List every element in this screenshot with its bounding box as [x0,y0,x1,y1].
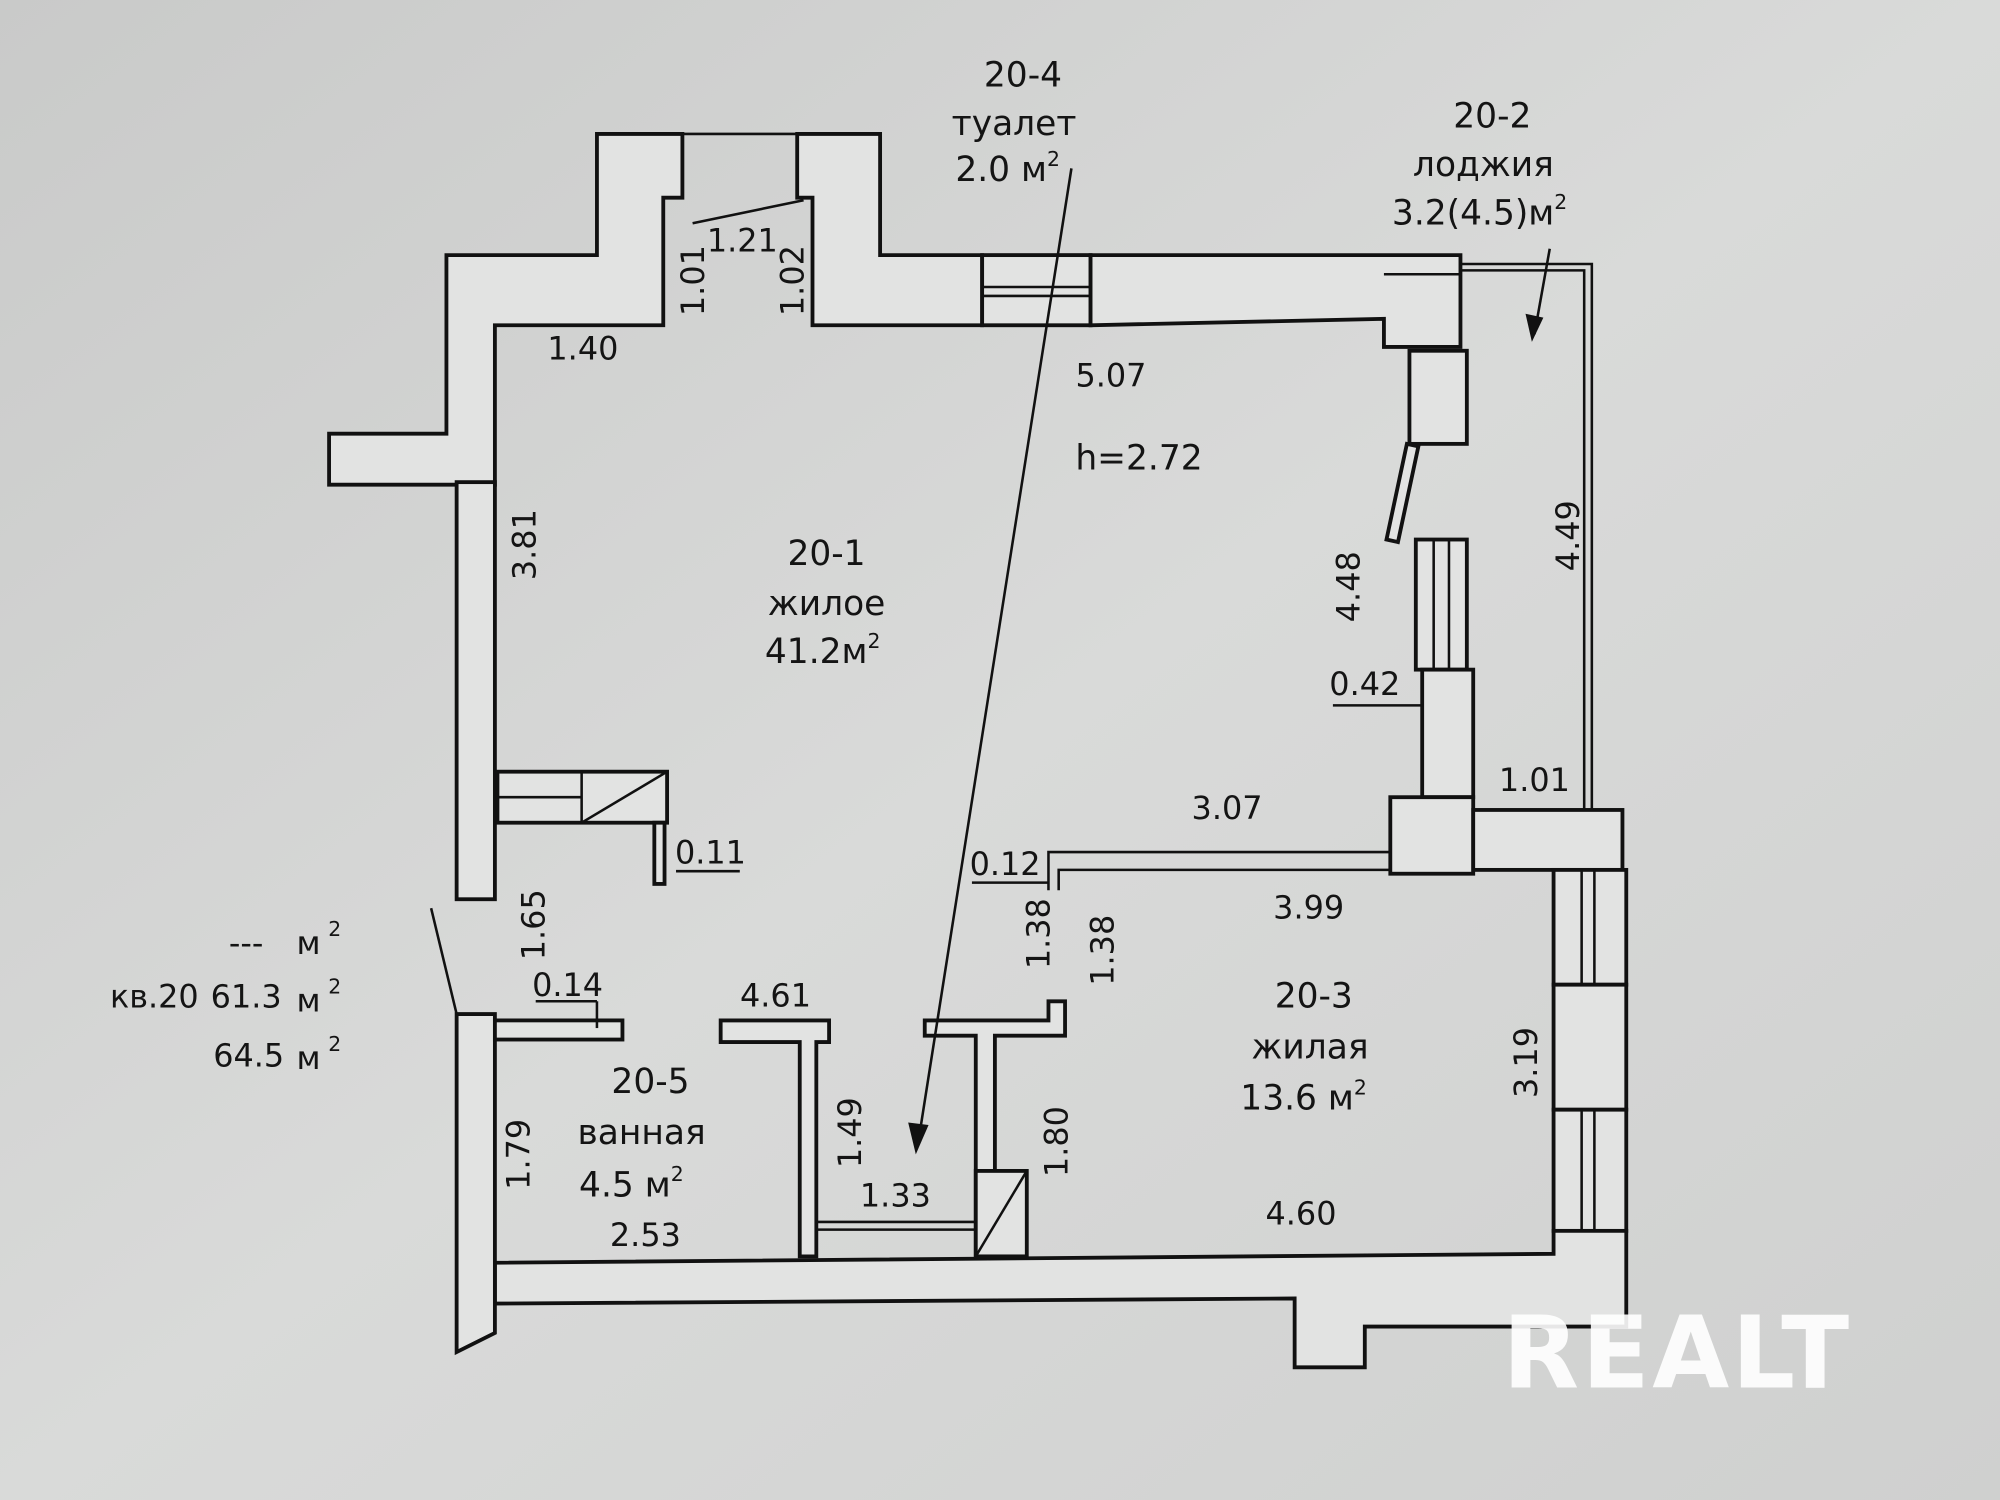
dimension-label: 1.02 [774,245,812,316]
dimension-label: 3.81 [506,509,544,580]
room-name: туалет [952,104,1077,144]
dimension-label: 1.79 [499,1119,537,1190]
dimension-label: 1.01 [674,245,712,316]
room-area: 2.0 м2 [955,147,1060,190]
dimension-label: 1.01 [1499,761,1570,799]
dimension-label: 1.38 [1084,915,1122,986]
dimension-label: 3.19 [1507,1027,1545,1098]
room-area: 13.6 м2 [1240,1075,1367,1118]
dimension-label: 1.49 [831,1097,869,1168]
room-name: ванная [577,1113,705,1153]
room-name: жилая [1251,1028,1368,1068]
room-20-5-label: 20-5 ванная 4.5 м2 [577,1062,705,1205]
room-id: 20-3 [1275,977,1353,1017]
dimension-label: 0.12 [970,845,1041,883]
dimension-label: 1.65 [515,889,553,960]
dimension-label: 1.33 [860,1177,931,1215]
room-id: 20-2 [1453,97,1531,137]
room-area: 3.2(4.5)м2 [1392,190,1567,233]
summary-value: 64.5 [213,1036,284,1074]
room-area: 41.2м2 [765,629,881,672]
room-20-2-label: 20-2 лоджия 3.2(4.5)м2 [1392,97,1567,234]
dimension-label: 3.99 [1273,888,1344,926]
dimension-label: 4.61 [740,976,811,1014]
window [980,253,1093,328]
room-20-3-label: 20-3 жилая 13.6 м2 [1240,977,1368,1119]
room-20-1-label: 20-1 жилое 41.2м2 [765,534,885,672]
dimension-label: 0.42 [1329,665,1400,703]
apartment-label: кв.20 [110,978,199,1016]
room-name: жилое [768,584,886,624]
dimension-label: 4.48 [1330,551,1368,622]
dimension-label: 1.80 [1038,1106,1076,1177]
summary-value: 61.3 [211,978,282,1016]
ceiling-height: h=2.72 [1075,438,1202,478]
dimension-label: 3.07 [1192,789,1263,827]
dimension-label: 2.53 [610,1216,681,1254]
watermark-logo: REALT [1503,1297,1852,1412]
dimension-label: 4.60 [1266,1194,1337,1232]
walls [327,132,1629,1370]
leader-lines [429,168,1552,1155]
summary-value: --- [229,924,264,962]
dimension-label: 0.11 [675,834,746,872]
window [1413,537,1469,672]
dimension-label: 5.07 [1075,356,1146,394]
dimension-label: 0.14 [532,966,603,1004]
room-20-4-label: 20-4 туалет 2.0 м2 [952,56,1077,190]
room-id: 20-1 [787,534,865,574]
dimension-label: 1.21 [707,221,778,259]
dimension-label: 1.40 [547,330,618,368]
room-area: 4.5 м2 [579,1162,684,1205]
dimension-label: 1.38 [1020,898,1058,969]
room-id: 20-4 [984,56,1062,96]
room-id: 20-5 [611,1062,689,1102]
room-name: лоджия [1413,145,1554,185]
dimension-labels: 1.21 1.01 1.02 1.40 5.07 3.81 4.48 4.49 … [499,221,1587,1254]
dimension-label: 4.49 [1549,500,1587,571]
